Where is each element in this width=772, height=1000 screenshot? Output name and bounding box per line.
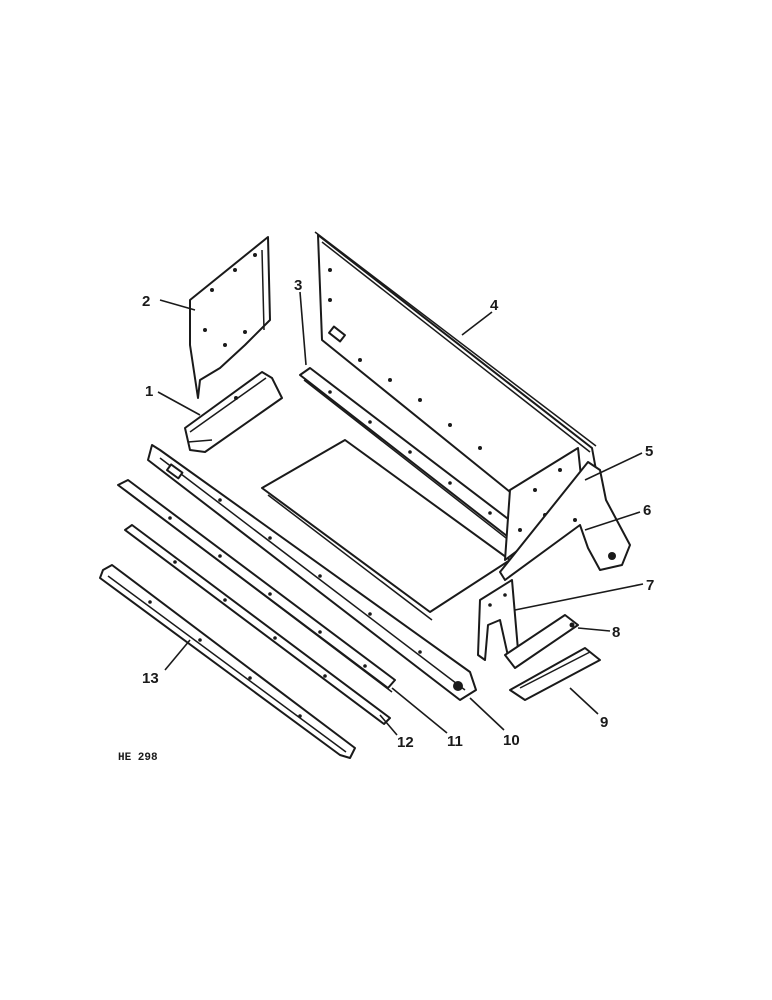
part-10-front-rail: [147, 444, 477, 701]
callout-4: 4: [490, 297, 499, 314]
part-7-upright-bracket: [477, 579, 519, 661]
callout-10: 10: [503, 732, 520, 749]
part-13-guard-bar: [99, 564, 356, 759]
callout-2: 2: [142, 293, 150, 310]
callout-11: 11: [447, 733, 463, 750]
callout-9: 9: [600, 714, 608, 731]
part-1-angle-bracket: [184, 371, 283, 453]
part-6-end-bracket: [499, 461, 631, 581]
callout-6: 6: [643, 502, 651, 519]
callout-12: 12: [397, 734, 414, 751]
figure-reference: HE 298: [118, 752, 158, 764]
leader-lines: [157, 291, 644, 736]
floor-plate: [261, 439, 511, 621]
part-8-lower-plate: [504, 614, 579, 669]
callout-7: 7: [646, 577, 654, 594]
callout-5: 5: [645, 443, 653, 460]
callout-13: 13: [142, 670, 159, 687]
part-2-side-panel: [189, 236, 271, 399]
callout-8: 8: [612, 624, 620, 641]
part-12-wear-strip: [124, 524, 391, 725]
callout-1: 1: [145, 383, 153, 400]
part-9-skid-plate: [509, 647, 601, 701]
callout-3: 3: [294, 277, 302, 294]
part-11-knife-strip: [117, 479, 396, 693]
